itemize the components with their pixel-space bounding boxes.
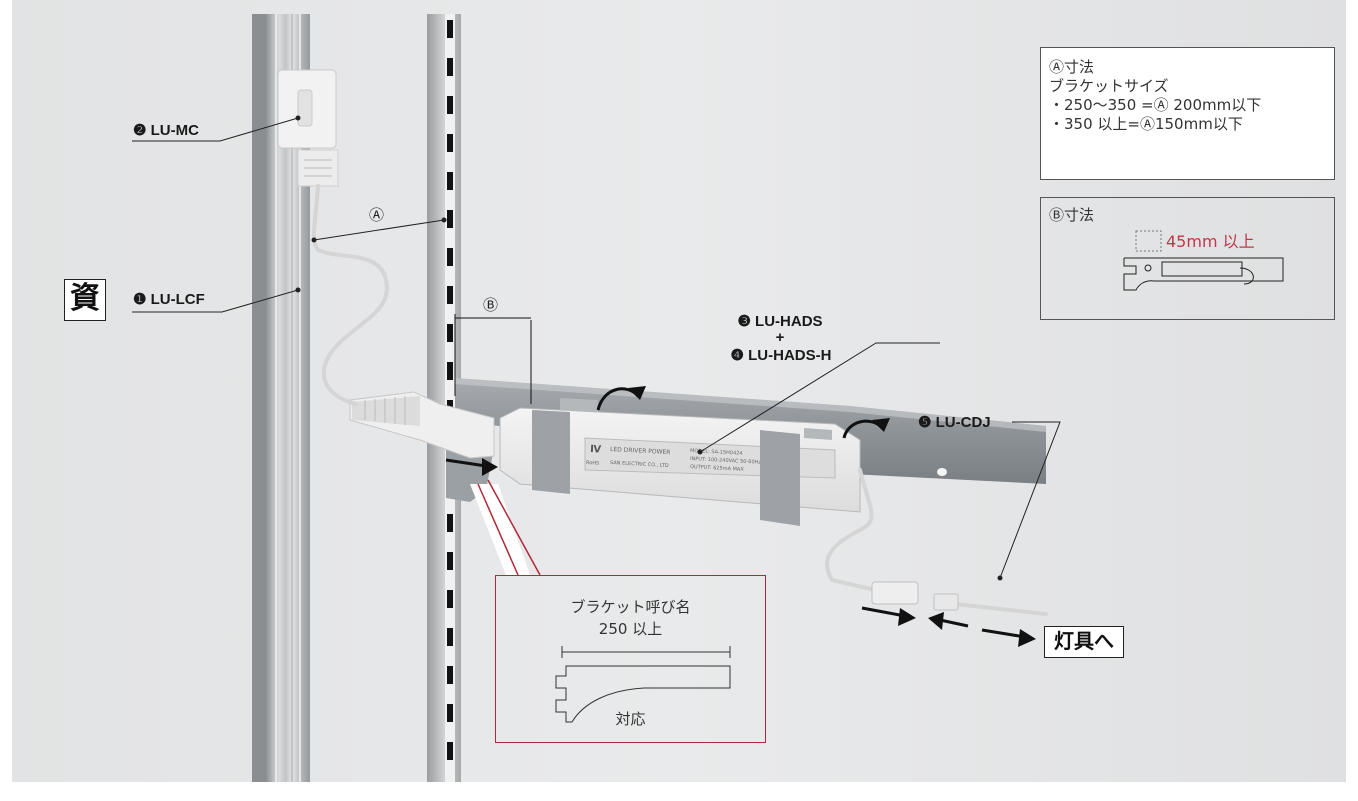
wall-slot	[447, 248, 453, 266]
bracket-callout-box: ブラケット呼び名 250 以上 対応	[495, 575, 766, 743]
shiryo-badge: 資	[64, 279, 106, 321]
lu-mc-module	[277, 69, 339, 187]
note-a-subtitle: ブラケットサイズ	[1049, 77, 1169, 95]
to-fixture-badge: 灯具へ	[1044, 626, 1124, 658]
note-a-line1: ・250～350 =Ⓐ 200mm以下	[1049, 96, 1262, 114]
plug-connector	[349, 391, 495, 459]
cdj-connectors	[871, 581, 959, 611]
label-plus: +	[775, 329, 785, 346]
svg-text:Ⅳ: Ⅳ	[590, 444, 602, 456]
dimension-b-lines	[454, 314, 532, 404]
wall-slot	[447, 704, 453, 722]
bracket-profile-drawing	[555, 646, 731, 723]
note-b-title: Ⓑ寸法	[1049, 206, 1095, 224]
callout-pointer-fill	[470, 484, 530, 575]
wall-slot	[447, 96, 453, 114]
note-b-drawing	[1123, 230, 1284, 291]
label-dim-b: Ⓑ	[483, 296, 499, 314]
driver-print-title: LED DRIVER POWER	[610, 446, 671, 456]
callout-title: ブラケット呼び名	[570, 598, 691, 616]
label-lu-cdj: ❺ LU-CDJ	[918, 414, 991, 431]
driver-print-rohs: RoHS	[586, 460, 600, 467]
wall-slot	[447, 134, 453, 152]
label-lu-lcf: ❶ LU-LCF	[133, 291, 205, 308]
driver-print-brand: SAN ELECTRIC CO., LTD	[610, 460, 669, 469]
driver-print-model: MODEL: SA-15H0424	[690, 448, 743, 457]
wall-slot	[447, 514, 453, 532]
driver-print-output: OUTPUT: 625mA MAX	[690, 464, 745, 473]
callout-caption: 対応	[615, 710, 646, 728]
insert-arrow	[445, 458, 487, 468]
label-lu-hads: ❸ LU-HADS	[737, 313, 823, 330]
wall-slot	[447, 210, 453, 228]
label-dim-a: Ⓐ	[369, 206, 385, 224]
wall-slot	[447, 590, 453, 608]
leader-lines	[132, 117, 1061, 579]
note-a-line2: ・350 以上=Ⓐ150mm以下	[1049, 115, 1243, 133]
wall-slot	[447, 666, 453, 684]
wall-slot	[447, 172, 453, 190]
wall-slot	[447, 324, 453, 342]
note-a-box: Ⓐ寸法 ブラケットサイズ ・250～350 =Ⓐ 200mm以下 ・350 以上…	[1040, 47, 1335, 180]
note-a-title: Ⓐ寸法	[1049, 58, 1095, 76]
wall-slot	[447, 742, 453, 760]
driver-print-input: INPUT: 100-240VAC 50-60Hz	[690, 456, 762, 466]
wall-slot	[447, 628, 453, 646]
label-lu-mc: ❷ LU-MC	[133, 122, 199, 139]
wall-slot	[447, 20, 453, 38]
label-lu-hads-h: ❹ LU-HADS-H	[730, 347, 832, 364]
note-b-box: Ⓑ寸法 45mm 以上	[1040, 197, 1335, 320]
wall-slot	[447, 286, 453, 304]
note-b-value: 45mm 以上	[1166, 232, 1255, 251]
callout-size: 250 以上	[598, 620, 663, 638]
wall-slot	[447, 552, 453, 570]
lu-hads-driver: Ⅳ LED DRIVER POWER MODEL: SA-15H0424 INP…	[499, 398, 861, 526]
wall-slot	[447, 362, 453, 380]
wall-slot	[447, 58, 453, 76]
direction-arrows	[861, 606, 1026, 639]
